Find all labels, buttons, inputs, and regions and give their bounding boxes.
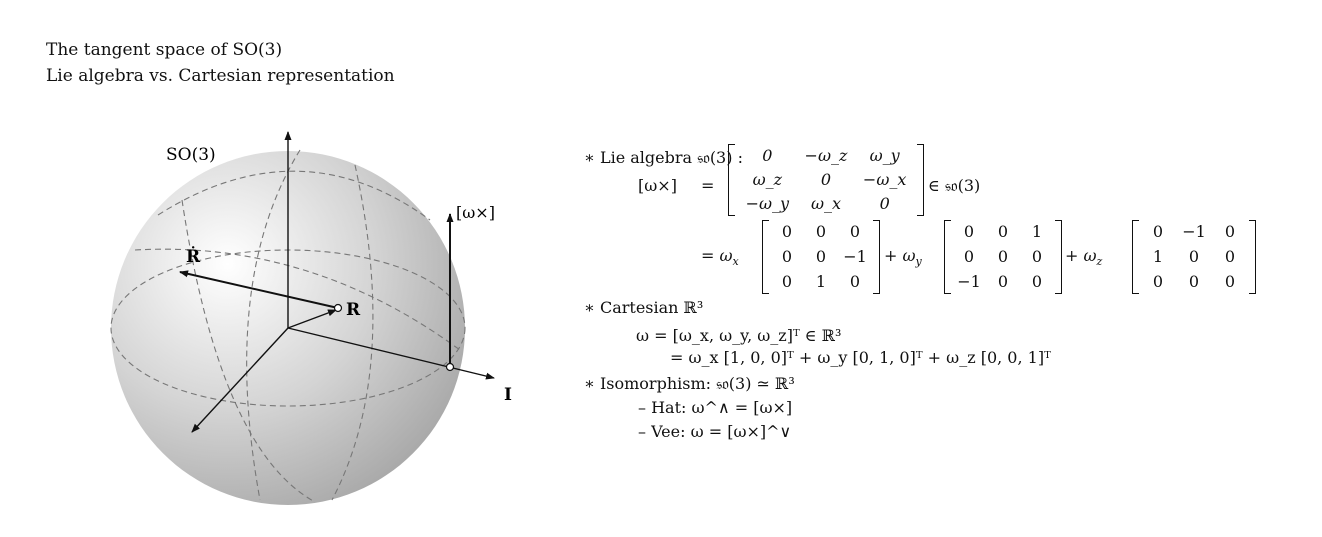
matrix-cell: 0 — [1224, 246, 1236, 266]
matrix-cell: −ω_x — [862, 170, 907, 189]
sphere-label: SO(3) — [166, 145, 216, 165]
lie-header: ∗ Lie algebra 𝔰𝔬(3) : — [584, 148, 743, 167]
skew-matrix: 0 −ω_z ω_y ω_z 0 −ω_x −ω_y ω_x 0 — [728, 144, 924, 216]
matrix-cell: 0 — [815, 222, 827, 242]
equals-1: = — [701, 176, 715, 195]
r-vector-arrow — [287, 309, 337, 329]
matrix-cell: 0 — [1188, 246, 1200, 266]
matrix-cell: ω_y — [869, 146, 900, 165]
matrix-cell: −1 — [957, 271, 981, 291]
i-label: I — [504, 385, 512, 405]
matrix-cell: −1 — [843, 246, 867, 266]
plus-omega-y: + ωy — [884, 246, 922, 269]
equals-omega-x: = ωx — [701, 246, 739, 269]
matrix-cell: 0 — [1188, 271, 1200, 291]
matrix-cell: 0 — [1152, 271, 1164, 291]
matrix-cell: ω_x — [810, 194, 842, 213]
cartesian-header: ∗ Cartesian ℝ³ — [584, 298, 704, 317]
matrix-cell: 0 — [963, 246, 975, 266]
matrix-cell: 0 — [879, 194, 890, 213]
matrix-cell: −1 — [1182, 222, 1206, 242]
in-so3: ∈ 𝔰𝔬(3) — [928, 176, 981, 195]
generator-y-matrix: 0 0 1 0 0 0 −1 0 0 — [944, 220, 1062, 294]
so3-sphere-diagram: SO(3) [ω×] Ṙ R I — [110, 131, 512, 505]
matrix-cell: 0 — [815, 246, 827, 266]
matrix-cell: 0 — [1152, 222, 1164, 242]
matrix-cell: 0 — [781, 222, 793, 242]
matrix-cell: 0 — [1224, 271, 1236, 291]
matrix-cell: ω_z — [752, 170, 783, 189]
r-label: R — [346, 300, 361, 320]
matrix-cell: 0 — [849, 222, 861, 242]
hat-line: – Hat: ω^∧ = [ω×] — [638, 398, 793, 417]
i-point — [445, 362, 455, 372]
matrix-cell: 0 — [1224, 222, 1236, 242]
axis-down-left-arrow — [191, 327, 289, 433]
matrix-cell: 0 — [781, 246, 793, 266]
matrix-cell: 0 — [997, 271, 1009, 291]
matrix-cell: 0 — [997, 246, 1009, 266]
title-line-2: Lie algebra vs. Cartesian representation — [46, 66, 395, 86]
matrix-cell: 0 — [820, 170, 832, 189]
r-point — [333, 303, 343, 313]
cartesian-line-2: = ω_x [1, 0, 0]ᵀ + ω_y [0, 1, 0]ᵀ + ω_z … — [670, 348, 1051, 367]
rdot-label: Ṙ — [186, 246, 201, 267]
matrix-cell: 0 — [1031, 246, 1043, 266]
plus-omega-z: + ωz — [1065, 246, 1103, 269]
rdot-vector-arrow — [179, 270, 339, 309]
equals-2: = — [701, 246, 715, 265]
title-block: The tangent space of SO(3) Lie algebra v… — [46, 37, 395, 89]
omega-cross-lhs: [ω×] — [638, 176, 677, 195]
matrix-cell: 0 — [781, 271, 793, 291]
cartesian-line-1: ω = [ω_x, ω_y, ω_z]ᵀ ∈ ℝ³ — [636, 326, 842, 345]
isomorphism-header: ∗ Isomorphism: 𝔰𝔬(3) ≃ ℝ³ — [584, 374, 795, 393]
matrix-cell: 0 — [762, 146, 773, 165]
matrix-cell: −ω_z — [804, 146, 848, 165]
matrix-cell: 0 — [849, 271, 861, 291]
matrix-cell: 1 — [1031, 222, 1043, 242]
generator-z-matrix: 0 −1 0 1 0 0 0 0 0 — [1132, 220, 1256, 294]
generator-x-matrix: 0 0 0 0 0 −1 0 1 0 — [762, 220, 880, 294]
title-line-1: The tangent space of SO(3) — [46, 40, 283, 60]
vee-line: – Vee: ω = [ω×]^∨ — [638, 422, 792, 441]
matrix-cell: 1 — [815, 271, 827, 291]
matrix-cell: 0 — [997, 222, 1009, 242]
matrix-cell: −ω_y — [745, 194, 790, 213]
matrix-cell: 0 — [963, 222, 975, 242]
matrix-cell: 1 — [1152, 246, 1164, 266]
tangent-label: [ω×] — [456, 203, 495, 222]
axis-right-arrow — [287, 327, 495, 380]
matrix-cell: 0 — [1031, 271, 1043, 291]
